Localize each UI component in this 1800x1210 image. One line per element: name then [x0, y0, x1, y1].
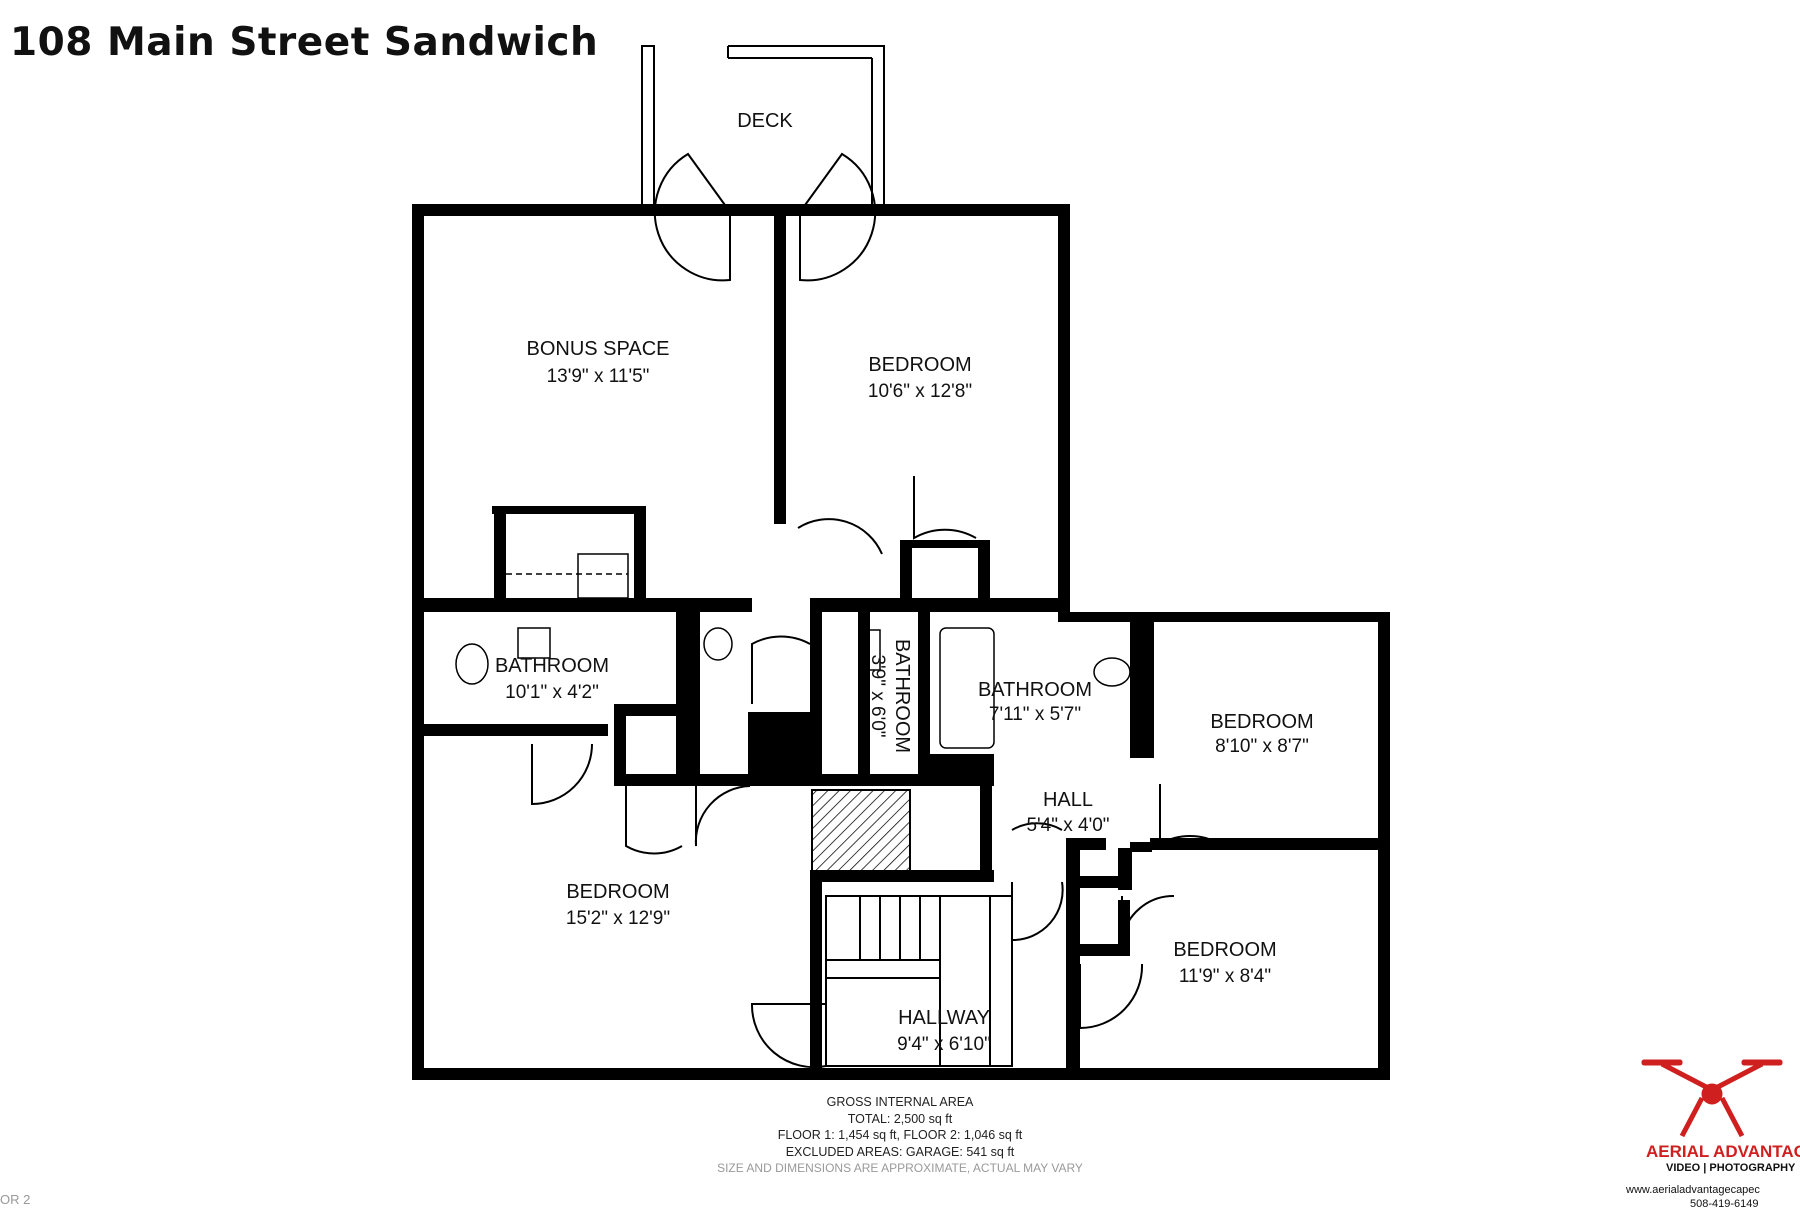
room-dims-bathroom-3: 7'11" x 5'7" [989, 704, 1081, 725]
room-label-bedroom-2: BEDROOM [1210, 711, 1313, 733]
room-label-bathroom-2: BATHROOM [891, 639, 913, 753]
room-label-deck: DECK [737, 110, 793, 132]
area-heading: GROSS INTERNAL AREA [826, 1095, 974, 1109]
room-label-hallway: HALLWAY [898, 1007, 990, 1029]
room-dims-bedroom-4: 11'9" x 8'4" [1179, 966, 1271, 987]
room-label-bedroom-3: BEDROOM [566, 881, 669, 903]
logo-tagline: VIDEO | PHOTOGRAPHY [1666, 1162, 1796, 1174]
doors [531, 152, 1221, 1069]
room-label-bedroom-1: BEDROOM [868, 354, 971, 376]
drone-icon [1641, 1059, 1783, 1138]
room-dims-bathroom-1: 10'1" x 4'2" [505, 682, 599, 703]
room-label-hall: HALL [1043, 789, 1093, 811]
room-dims-bathroom-2: 3'9" x 6'0" [867, 654, 888, 737]
room-label-bonus-space: BONUS SPACE [527, 338, 670, 360]
room-dims-bedroom-3: 15'2" x 12'9" [566, 908, 670, 929]
room-label-bathroom-3: BATHROOM [978, 679, 1092, 701]
page-title: 108 Main Street Sandwich [10, 20, 599, 65]
walls [412, 204, 1390, 1080]
staircase [811, 789, 1013, 1067]
area-disclaimer: SIZE AND DIMENSIONS ARE APPROXIMATE, ACT… [717, 1161, 1083, 1175]
room-dims-bonus-space: 13'9" x 11'5" [547, 366, 650, 387]
room-dims-hall: 5'4" x 4'0" [1026, 815, 1109, 836]
room-dims-bedroom-1: 10'6" x 12'8" [868, 381, 972, 402]
logo-url: www.aerialadvantagecapec [1626, 1184, 1760, 1196]
company-logo: AERIAL ADVANTAG VIDEO | PHOTOGRAPHY www.… [1620, 1050, 1800, 1210]
deck [641, 45, 885, 206]
room-dims-hallway: 9'4" x 6'10" [897, 1034, 991, 1055]
area-total: TOTAL: 2,500 sq ft [847, 1111, 953, 1126]
area-summary: GROSS INTERNAL AREA TOTAL: 2,500 sq ft F… [660, 1094, 1140, 1177]
room-labels: DECK BONUS SPACE 13'9" x 11'5" BEDROOM 1… [495, 110, 1314, 1055]
fixtures [455, 553, 1131, 749]
room-label-bedroom-4: BEDROOM [1173, 939, 1276, 961]
logo-brand: AERIAL ADVANTAG [1646, 1142, 1800, 1161]
area-excluded: EXCLUDED AREAS: GARAGE: 541 sq ft [785, 1144, 1015, 1159]
room-dims-bedroom-2: 8'10" x 8'7" [1215, 736, 1309, 757]
room-label-bathroom-1: BATHROOM [495, 655, 609, 677]
area-floors: FLOOR 1: 1,454 sq ft, FLOOR 2: 1,046 sq … [777, 1128, 1023, 1142]
